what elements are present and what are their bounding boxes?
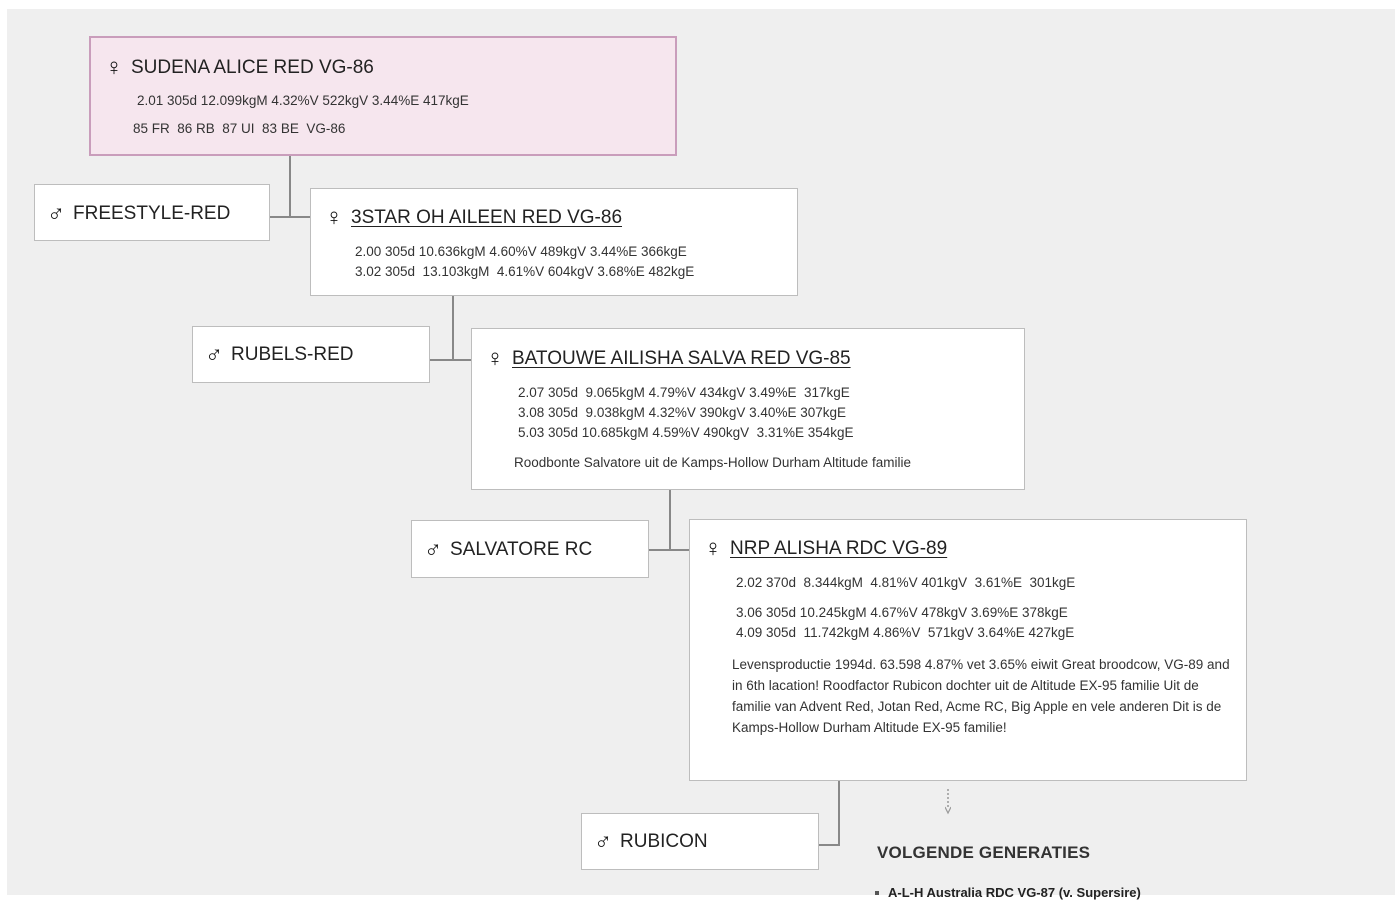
connector-line — [430, 359, 471, 361]
dam-card[interactable]: ♀ 3STAR OH AILEEN RED VG-86 2.00 305d 10… — [310, 188, 798, 296]
dam-card-main[interactable]: ♀ SUDENA ALICE RED VG-86 2.01 305d 12.09… — [89, 36, 677, 156]
connector-line — [289, 155, 291, 218]
female-symbol-icon: ♀ — [486, 345, 504, 372]
connector-line — [838, 780, 840, 846]
dam-name-link[interactable]: BATOUWE AILISHA SALVA RED VG-85 — [512, 348, 851, 369]
bullet-icon — [875, 890, 879, 895]
dam-name-link[interactable]: 3STAR OH AILEEN RED VG-86 — [351, 207, 623, 228]
dam-name: SUDENA ALICE RED VG-86 — [131, 57, 374, 78]
next-generation-item[interactable]: A-L-H Australia RDC VG-87 (v. Supersire) — [875, 885, 1141, 900]
female-symbol-icon: ♀ — [704, 535, 722, 562]
dam-card[interactable]: ♀ NRP ALISHA RDC VG-89 2.02 370d 8.344kg… — [689, 519, 1247, 781]
connector-line — [818, 844, 840, 846]
dam-card[interactable]: ♀ BATOUWE AILISHA SALVA RED VG-85 2.07 3… — [471, 328, 1025, 490]
female-symbol-icon: ♀ — [105, 54, 123, 81]
male-symbol-icon: ♂ — [47, 200, 65, 227]
next-generation-label: A-L-H Australia RDC VG-87 (v. Supersire) — [888, 885, 1141, 900]
connector-line — [452, 294, 454, 361]
connector-line — [649, 549, 689, 551]
dam-classification-line: 85 FR 86 RB 87 UI 83 BE VG-86 — [133, 121, 346, 136]
connector-line — [669, 489, 671, 551]
sire-name: FREESTYLE-RED — [73, 203, 231, 224]
sire-card[interactable]: ♂ SALVATORE RC — [411, 520, 649, 578]
dam-name-link[interactable]: NRP ALISHA RDC VG-89 — [730, 538, 948, 559]
arrow-down-icon — [945, 789, 951, 815]
male-symbol-icon: ♂ — [205, 341, 223, 368]
dam-description: Roodbonte Salvatore uit de Kamps-Hollow … — [514, 455, 911, 470]
sire-card[interactable]: ♂ FREESTYLE-RED — [34, 184, 270, 241]
dam-stat-line: 3.06 305d 10.245kgM 4.67%V 478kgV 3.69%E… — [736, 605, 1068, 620]
dam-stat-line: 2.07 305d 9.065kgM 4.79%V 434kgV 3.49%E … — [518, 385, 850, 400]
dam-stat-line: 2.01 305d 12.099kgM 4.32%V 522kgV 3.44%E… — [137, 93, 469, 108]
next-generations-heading: VOLGENDE GENERATIES — [877, 843, 1091, 862]
sire-card[interactable]: ♂ RUBICON — [581, 813, 819, 870]
sire-name: SALVATORE RC — [450, 539, 593, 560]
connector-line — [270, 216, 310, 218]
dam-stat-line: 3.02 305d 13.103kgM 4.61%V 604kgV 3.68%E… — [355, 264, 695, 279]
female-symbol-icon: ♀ — [325, 204, 343, 231]
dam-stat-line: 2.02 370d 8.344kgM 4.81%V 401kgV 3.61%E … — [736, 575, 1076, 590]
dam-stat-line: 4.09 305d 11.742kgM 4.86%V 571kgV 3.64%E… — [736, 625, 1075, 640]
pedigree-canvas: ♀ SUDENA ALICE RED VG-86 2.01 305d 12.09… — [7, 9, 1395, 900]
sire-card[interactable]: ♂ RUBELS-RED — [192, 326, 430, 383]
male-symbol-icon: ♂ — [424, 536, 442, 563]
dam-stat-line: 2.00 305d 10.636kgM 4.60%V 489kgV 3.44%E… — [355, 244, 687, 259]
dam-description: Levensproductie 1994d. 63.598 4.87% vet … — [732, 657, 1230, 735]
sire-name: RUBICON — [620, 831, 708, 852]
dam-stat-line: 3.08 305d 9.038kgM 4.32%V 390kgV 3.40%E … — [518, 405, 846, 420]
sire-name: RUBELS-RED — [231, 344, 354, 365]
dam-stat-line: 5.03 305d 10.685kgM 4.59%V 490kgV 3.31%E… — [518, 425, 854, 440]
male-symbol-icon: ♂ — [594, 828, 612, 855]
